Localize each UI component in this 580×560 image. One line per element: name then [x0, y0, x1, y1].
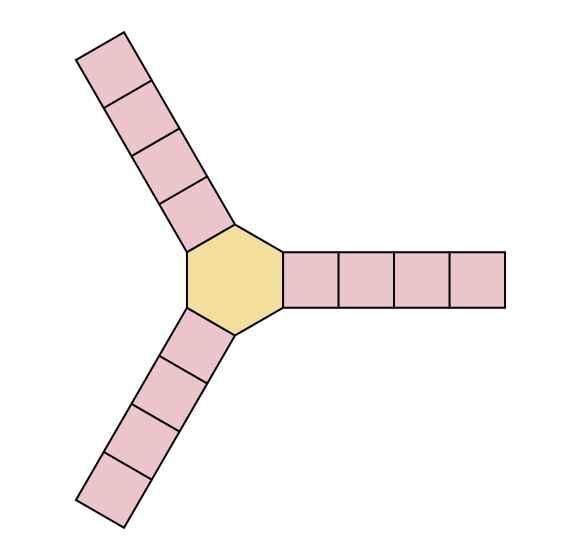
arm-right-square-1	[282, 251, 340, 309]
arm-right	[282, 251, 507, 309]
arm-lower-left-square-4	[74, 450, 154, 530]
arms-layer	[74, 30, 507, 530]
arm-upper-left-square-4	[74, 30, 154, 110]
arm-upper-left	[74, 30, 237, 254]
arm-lower-left	[74, 306, 237, 530]
arm-right-square-2	[337, 251, 396, 309]
arm-right-square-3	[393, 251, 451, 309]
center-hexagon	[185, 223, 285, 337]
arm-right-square-4	[448, 251, 507, 309]
